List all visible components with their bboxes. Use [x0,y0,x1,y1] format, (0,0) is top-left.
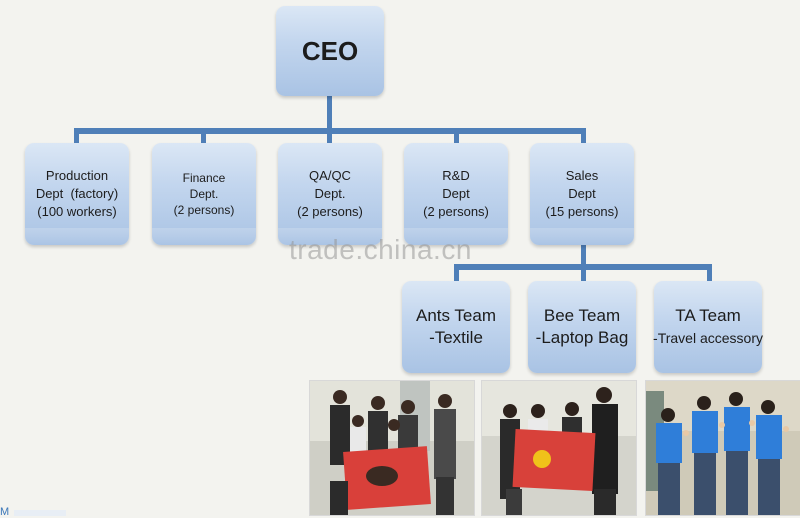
dept-production-line-2: Dept (factory) [35,186,119,201]
team-ants-box: Ants Team -Textile [402,281,510,373]
sales-vertical-connector [581,244,586,266]
ta-team-photo [645,380,800,516]
ants-team-photo [309,380,475,516]
dept-reflection [278,228,382,246]
team-drop-ta [707,264,712,282]
ceo-box: CEO [276,6,384,96]
team-ants-sub: -Textile [429,328,483,347]
bee-team-photo [481,380,637,516]
team-drop-bee [581,264,586,282]
ceo-vertical-connector [327,96,332,130]
dept-finance-line-2: Dept. [189,187,219,201]
dept-reflection [25,228,129,246]
team-ants-name: Ants Team [415,306,496,325]
team-drop-ants [454,264,459,282]
dept-production-line-3: (100 workers) [37,204,117,219]
team-bee-sub: -Laptop Bag [535,328,629,347]
dept-finance-line-1: Finance [182,171,226,185]
watermark-text: trade.china.cn [289,234,472,265]
dept-rd-line-1: R&D [442,168,470,183]
dept-reflection [404,228,508,246]
dept-finance-line-3: (2 persons) [173,203,235,217]
dept-sales-line-1: Sales [565,168,599,183]
team-ta-name: TA Team [675,306,741,325]
dept-production-line-1: Production [45,168,109,183]
dept-reflection [530,228,634,246]
team-bee-name: Bee Team [543,306,621,325]
dept-sales-line-2: Dept [568,186,596,201]
team-bee-box: Bee Team -Laptop Bag [528,281,636,373]
dept-drop-qa [327,128,332,144]
team-ta-box: TA Team -Travel accessory [653,281,763,373]
dept-drop-finance [201,128,206,144]
dept-drop-rd [454,128,459,144]
dept-reflection [152,228,256,246]
dept-drop-production [74,128,79,144]
ceo-label: CEO [301,35,359,66]
team-ta-sub: -Travel accessory [653,330,763,346]
dept-rd-line-2: Dept [442,186,470,201]
dept-sales-line-3: (15 persons) [545,204,619,219]
corner-bar [14,510,66,516]
corner-logo-fragment: M [0,506,10,518]
dept-qa-line-1: QA/QC [309,168,351,183]
dept-qa-line-2: Dept. [314,186,346,201]
dept-qa-line-3: (2 persons) [297,204,363,219]
dept-rd-line-3: (2 persons) [423,204,489,219]
dept-drop-sales [581,128,586,144]
